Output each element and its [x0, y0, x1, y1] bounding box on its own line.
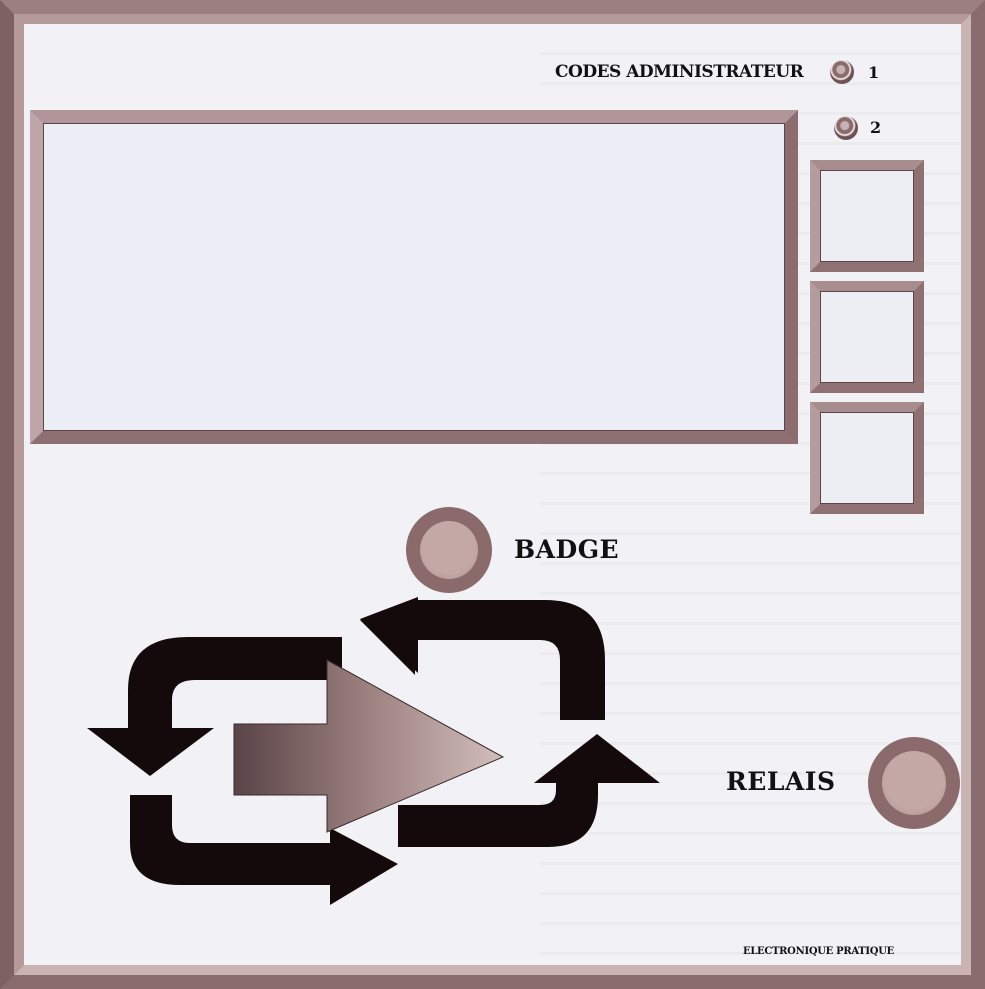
right-cycle-arrow-icon — [398, 780, 598, 847]
bottom-arrowhead-icon — [330, 828, 398, 905]
left-arrowhead-icon — [87, 728, 214, 776]
left-cycle-arrow-icon — [128, 637, 342, 730]
bottom-cycle-arrow-icon — [130, 795, 330, 885]
footer-label: ELECTRONIQUE PRATIQUE — [743, 946, 894, 957]
right-arrowhead-icon — [534, 734, 660, 783]
top-arrowhead-icon — [360, 597, 418, 673]
